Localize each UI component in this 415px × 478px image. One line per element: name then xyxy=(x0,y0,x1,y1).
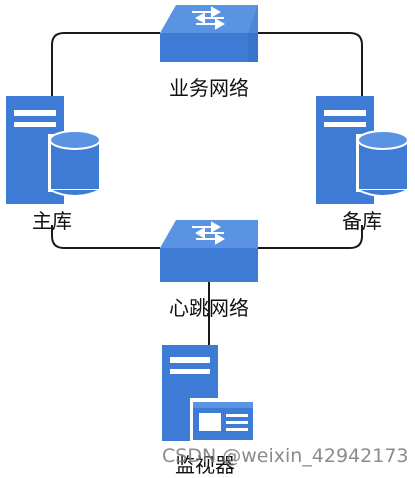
monitor-server-icon xyxy=(162,345,256,442)
watermark: CSDN @weixin_42942173 xyxy=(162,445,409,467)
heartbeat-network-label: 心跳网络 xyxy=(169,296,249,320)
link-business-to-standby xyxy=(258,32,363,96)
standby-db-server-icon xyxy=(316,96,412,204)
link-standby-to-heartbeat xyxy=(258,225,363,249)
link-business-to-primary xyxy=(51,32,160,96)
primary-db-label: 主库 xyxy=(32,209,72,233)
heartbeat-network-switch-icon xyxy=(160,220,258,282)
business-network-switch-icon xyxy=(160,5,258,62)
link-primary-to-heartbeat xyxy=(51,225,160,249)
business-network-label: 业务网络 xyxy=(169,76,249,100)
primary-db-server-icon xyxy=(6,96,104,204)
connection-lines xyxy=(51,32,363,345)
monitor-label: 监视器 xyxy=(175,453,235,477)
standby-db-label: 备库 xyxy=(342,209,382,233)
